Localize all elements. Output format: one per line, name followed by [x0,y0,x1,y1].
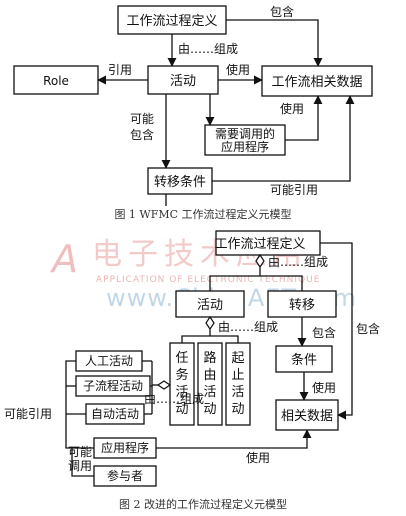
fig2-label-use-1: 使用 [312,380,336,395]
fig1-role-text: Role [43,74,69,88]
figure-2: 工作流过程定义 活动 转移 条件 相关数据 任 务 活 动 路 由 活 动 起 … [4,230,380,511]
fig2-edge-contains-right [320,242,353,420]
fig1-box-role [13,65,99,95]
fig2-participant-text: 参与者 [107,468,143,483]
fig1-caption: 图 1 WFMC 工作流过程定义元模型 [114,207,291,221]
fig1-edge-contains [226,19,323,67]
fig2-box-task [169,342,195,426]
fig2-subflow-text: 子流程活动 [83,378,143,393]
fig2-diamond-activity [205,315,215,331]
fig2-startend-label: 起 止 活 动 [231,351,244,417]
fig1-label-consist-of: 由……组成 [178,42,238,56]
fig2-task-label: 任 务 活 动 [175,351,188,417]
svg-text:动: 动 [203,402,216,417]
fig2-box-route [197,342,223,426]
fig1-box-workflow-def [117,5,227,35]
svg-text:路: 路 [203,350,216,366]
fig2-label-consist-of-1: 由……组成 [268,255,328,269]
svg-text:止: 止 [231,368,244,383]
svg-text:活: 活 [203,385,216,400]
svg-text:起: 起 [231,351,244,366]
svg-text:动: 动 [175,402,188,417]
fig1-related-data-text: 工作流相关数据 [271,75,362,90]
fig2-activity-text: 活动 [197,298,223,313]
fig2-label-consist-of-2: 由……组成 [218,320,278,334]
fig1-transition-text: 转移条件 [154,174,206,190]
fig1-label-contain-1: 包含 [130,127,154,142]
fig1-label-use-1: 使用 [226,62,250,77]
fig2-route-label: 路 由 活 动 [203,350,216,417]
fig2-diamond-task [156,380,172,390]
fig2-edge-may-reference-left [65,360,94,449]
fig2-condition-text: 条件 [291,352,317,368]
fig2-label-consist-of-3: 由……组成 [144,392,204,406]
fig1-app-text-1: 需要调用的 [215,126,275,141]
fig2-human-text: 人工活动 [85,354,133,368]
fig1-label-use-2: 使用 [280,101,304,116]
svg-text:活: 活 [175,385,188,400]
fig1-label-may-1: 可能 [130,112,154,126]
fig1-box-app [204,124,286,156]
fig2-workflow-def-text: 工作流过程定义 [214,237,305,252]
fig2-caption: 图 2 改进的工作流过程定义元模型 [119,497,287,511]
figure-1: 工作流过程定义 Role 活动 工作流相关数据 需要调用的 应用程序 转移条件 … [13,4,373,221]
fig2-auto-text: 自动活动 [91,407,139,421]
fig1-app-text-2: 应用程序 [221,139,269,154]
fig2-label-may-call-2: 调用 [68,459,92,473]
fig2-edge-use-bottom [156,429,312,449]
fig2-box-startend [225,342,251,426]
fig1-box-related-data [261,65,373,97]
fig1-box-transition [147,167,213,195]
svg-text:APPLICATION OF ELECTRONIC TECH: APPLICATION OF ELECTRONIC TECHNIQUE [96,275,320,285]
fig1-box-activity [147,65,219,95]
fig2-label-contains-right: 包含 [356,321,380,336]
fig1-label-contains: 包含 [270,4,294,19]
fig2-label-use-2: 使用 [246,450,270,465]
fig2-edge-may-call [71,448,94,477]
fig2-label-may-call-1: 可能 [68,445,92,459]
fig1-edge-use-2 [285,95,323,141]
fig1-label-reference: 引用 [108,63,132,77]
fig1-activity-text: 活动 [170,74,196,89]
fig2-transition-text: 转移 [289,298,315,313]
svg-text:活: 活 [231,385,244,400]
svg-text:A: A [49,237,78,281]
fig2-label-contains-mid: 包含 [312,325,336,340]
svg-text:动: 动 [231,402,244,417]
fig2-label-may-reference: 可能引用 [4,407,52,421]
svg-text:务: 务 [175,367,188,383]
fig2-related-data-text: 相关数据 [281,409,333,424]
svg-text:任: 任 [175,351,188,366]
fig1-label-may-reference: 可能引用 [270,183,318,197]
fig1-edge-may-reference [212,95,355,182]
fig1-workflow-def-text: 工作流过程定义 [126,14,217,29]
fig2-app-text: 应用程序 [101,440,149,455]
fig2-box-activity [175,290,245,318]
svg-text:由: 由 [203,368,216,383]
